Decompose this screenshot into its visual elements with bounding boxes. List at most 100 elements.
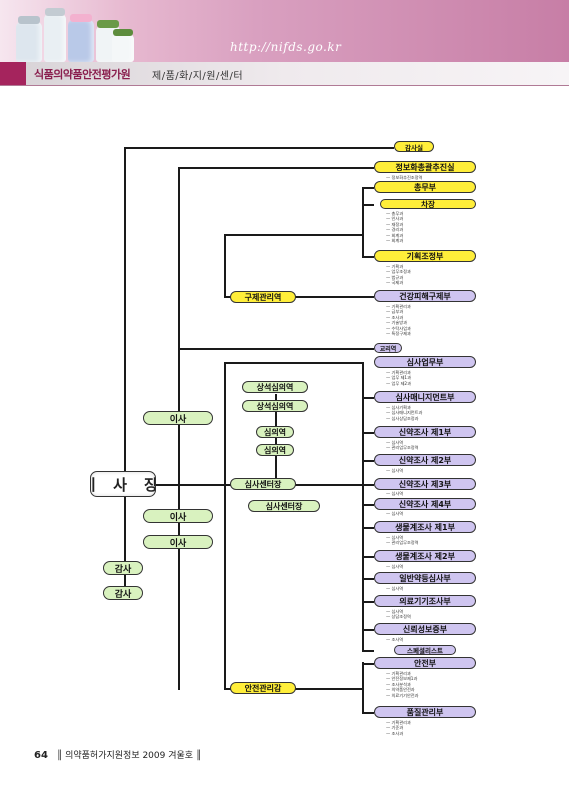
sub-item: 수탁사업과 [386,326,411,331]
review-box-2: 심의역 [256,444,294,456]
sub-item: 심사역 [386,609,411,614]
sub-item: 심사역 [386,564,404,569]
connector-credibility [362,629,374,631]
connector-health-damage [224,296,374,298]
connector-bio-2 [362,556,374,558]
sub-item: 정보화추진조정역 [386,175,423,180]
connector-quality [362,712,374,714]
sub-item: 재정과 [386,222,404,227]
sub-item: 회계과 [386,238,404,243]
connector-new-drug-3 [362,484,374,486]
sub-item: 기획관리과 [386,720,411,725]
connector-review-officers [275,394,277,486]
connector-international [224,234,362,236]
bio-2-box: 생물계조사 제2부 [374,550,476,562]
safety-officer-box: 안전관리감 [230,682,296,694]
connector-new-drug-2 [362,460,374,462]
general-drug-sublist: 심사역 [386,586,404,591]
sub-item: 기획과 [386,264,411,269]
auditor-box-1: 감사 [103,561,143,575]
center-head-box: 심사센터장 [230,478,296,490]
banner-divider [0,85,569,86]
page-number: 64 [34,750,48,761]
sub-item: 회계과 [386,233,404,238]
credibility-box: 신뢰성보증부 [374,623,476,635]
sub-item: 기획관리과 [386,304,411,309]
sub-item: 업무 제2과 [386,381,411,386]
connector-bio-1 [362,527,374,529]
review-box-1: 심의역 [256,426,294,438]
review-mgmt-sublist: 심사기획과 심사매니지먼트과 심사상담조정과 [386,405,423,421]
trunk-line-general-affairs [362,187,364,257]
connector-auditors [124,497,126,593]
sub-item: 안전정보제1과 [386,676,419,681]
trunk-line-center [224,362,226,688]
auditor-box-2: 감사 [103,586,143,600]
bio-2-sublist: 심사역 [386,564,404,569]
trunk-line-directors [178,167,180,690]
sub-item: 조사과 [386,731,411,736]
sub-item: 기술방과 [386,320,411,325]
quality-box: 품질관리부 [374,706,476,718]
trunk-line-safety [362,662,364,712]
general-affairs-box: 총무부 [374,181,476,193]
new-drug-1-box: 신약조사 제1부 [374,426,476,438]
banner-strip [0,62,569,86]
connector-general-drug [362,578,374,580]
specialist-box: 스페셜리스트 [394,645,456,655]
audit-office-box: 감사실 [394,141,434,152]
sub-item: 심사상담조정과 [386,416,422,421]
connector-safety-dept [362,663,374,665]
planning-sublist: 기획과 업무조정과 법규과 국제과 [386,264,411,286]
sub-item: 의료기기안전과 [386,693,419,698]
sub-item: 경리과 [386,227,404,232]
site-url: http://nifds.go.kr [230,40,342,54]
sub-item: 심사역 [386,511,404,516]
connector-new-drug-4 [362,504,374,506]
bio-1-box: 생물계조사 제1부 [374,521,476,533]
sub-item: 심사역 [386,491,404,496]
sub-item: 기획관리과 [386,370,411,375]
new-drug-4-box: 신약조사 제4부 [374,498,476,510]
director-box-3: 이사 [143,535,213,549]
page-footer: 64 ║ 의약품허가지원정보 2009 겨울호 ║ [34,748,201,761]
new-drug-3-box: 신약조사 제3부 [374,478,476,490]
device-box: 의료기기조사부 [374,595,476,607]
sub-item: 법규과 [386,275,411,280]
banner-background [0,0,569,62]
info-office-sublist: 정보화추진조정역 [386,175,423,180]
international-officer-box: 구제관리역 [230,291,296,303]
sub-item: 의약품안전과 [386,687,419,692]
review-officer-box: 교리역 [374,343,402,353]
connector-planning [362,256,374,258]
review-dept-sublist: 기획관리과 업무 제1과 업무 제2과 [386,370,411,386]
sub-item: 기획관리과 [386,671,419,676]
senior-review-box-1: 상석심의역 [242,381,308,393]
sub-item: 심사기획과 [386,405,422,410]
safety-box: 안전부 [374,657,476,669]
director-box-2: 이사 [143,509,213,523]
sub-item: 조사과 [386,315,411,320]
health-damage-sublist: 기획관리과 급부과 조사과 기술방과 수탁사업과 특정구제과 [386,304,411,336]
senior-review-box-2: 상석심의역 [242,400,308,412]
safety-sublist: 기획관리과 안전정보제1과 조사분석과 의약품안전과 의료기기안전과 [386,671,419,698]
section-name: 제/품/화/지/원/센/터 [152,71,244,82]
sub-item: 국제과 [386,280,411,285]
credibility-sublist: 조사역 [386,637,404,642]
info-office-box: 정보화총괄추진실 [374,161,476,173]
health-damage-box: 건강피해구제부 [374,290,476,302]
connector-chajang [362,204,374,206]
sub-item: 인사과 [386,216,404,221]
publication-title: ║ 의약품허가지원정보 2009 겨울호 ║ [56,751,202,761]
sub-item: 심사매니지먼트과 [386,410,423,415]
device-sublist: 심사역 상담조정역 [386,609,411,620]
sub-item: 심사역 [386,468,404,473]
sub-item: 조사분석과 [386,682,419,687]
trunk-line-ceo [124,147,126,483]
review-dept-box: 심사업무부 [374,356,476,368]
organization-name: 식품의약품안전평가원 [34,68,131,81]
connector-review-dept [362,397,374,399]
review-mgmt-box: 심사매니지먼트부 [374,391,476,403]
chajang-box: 차장 [380,199,476,209]
